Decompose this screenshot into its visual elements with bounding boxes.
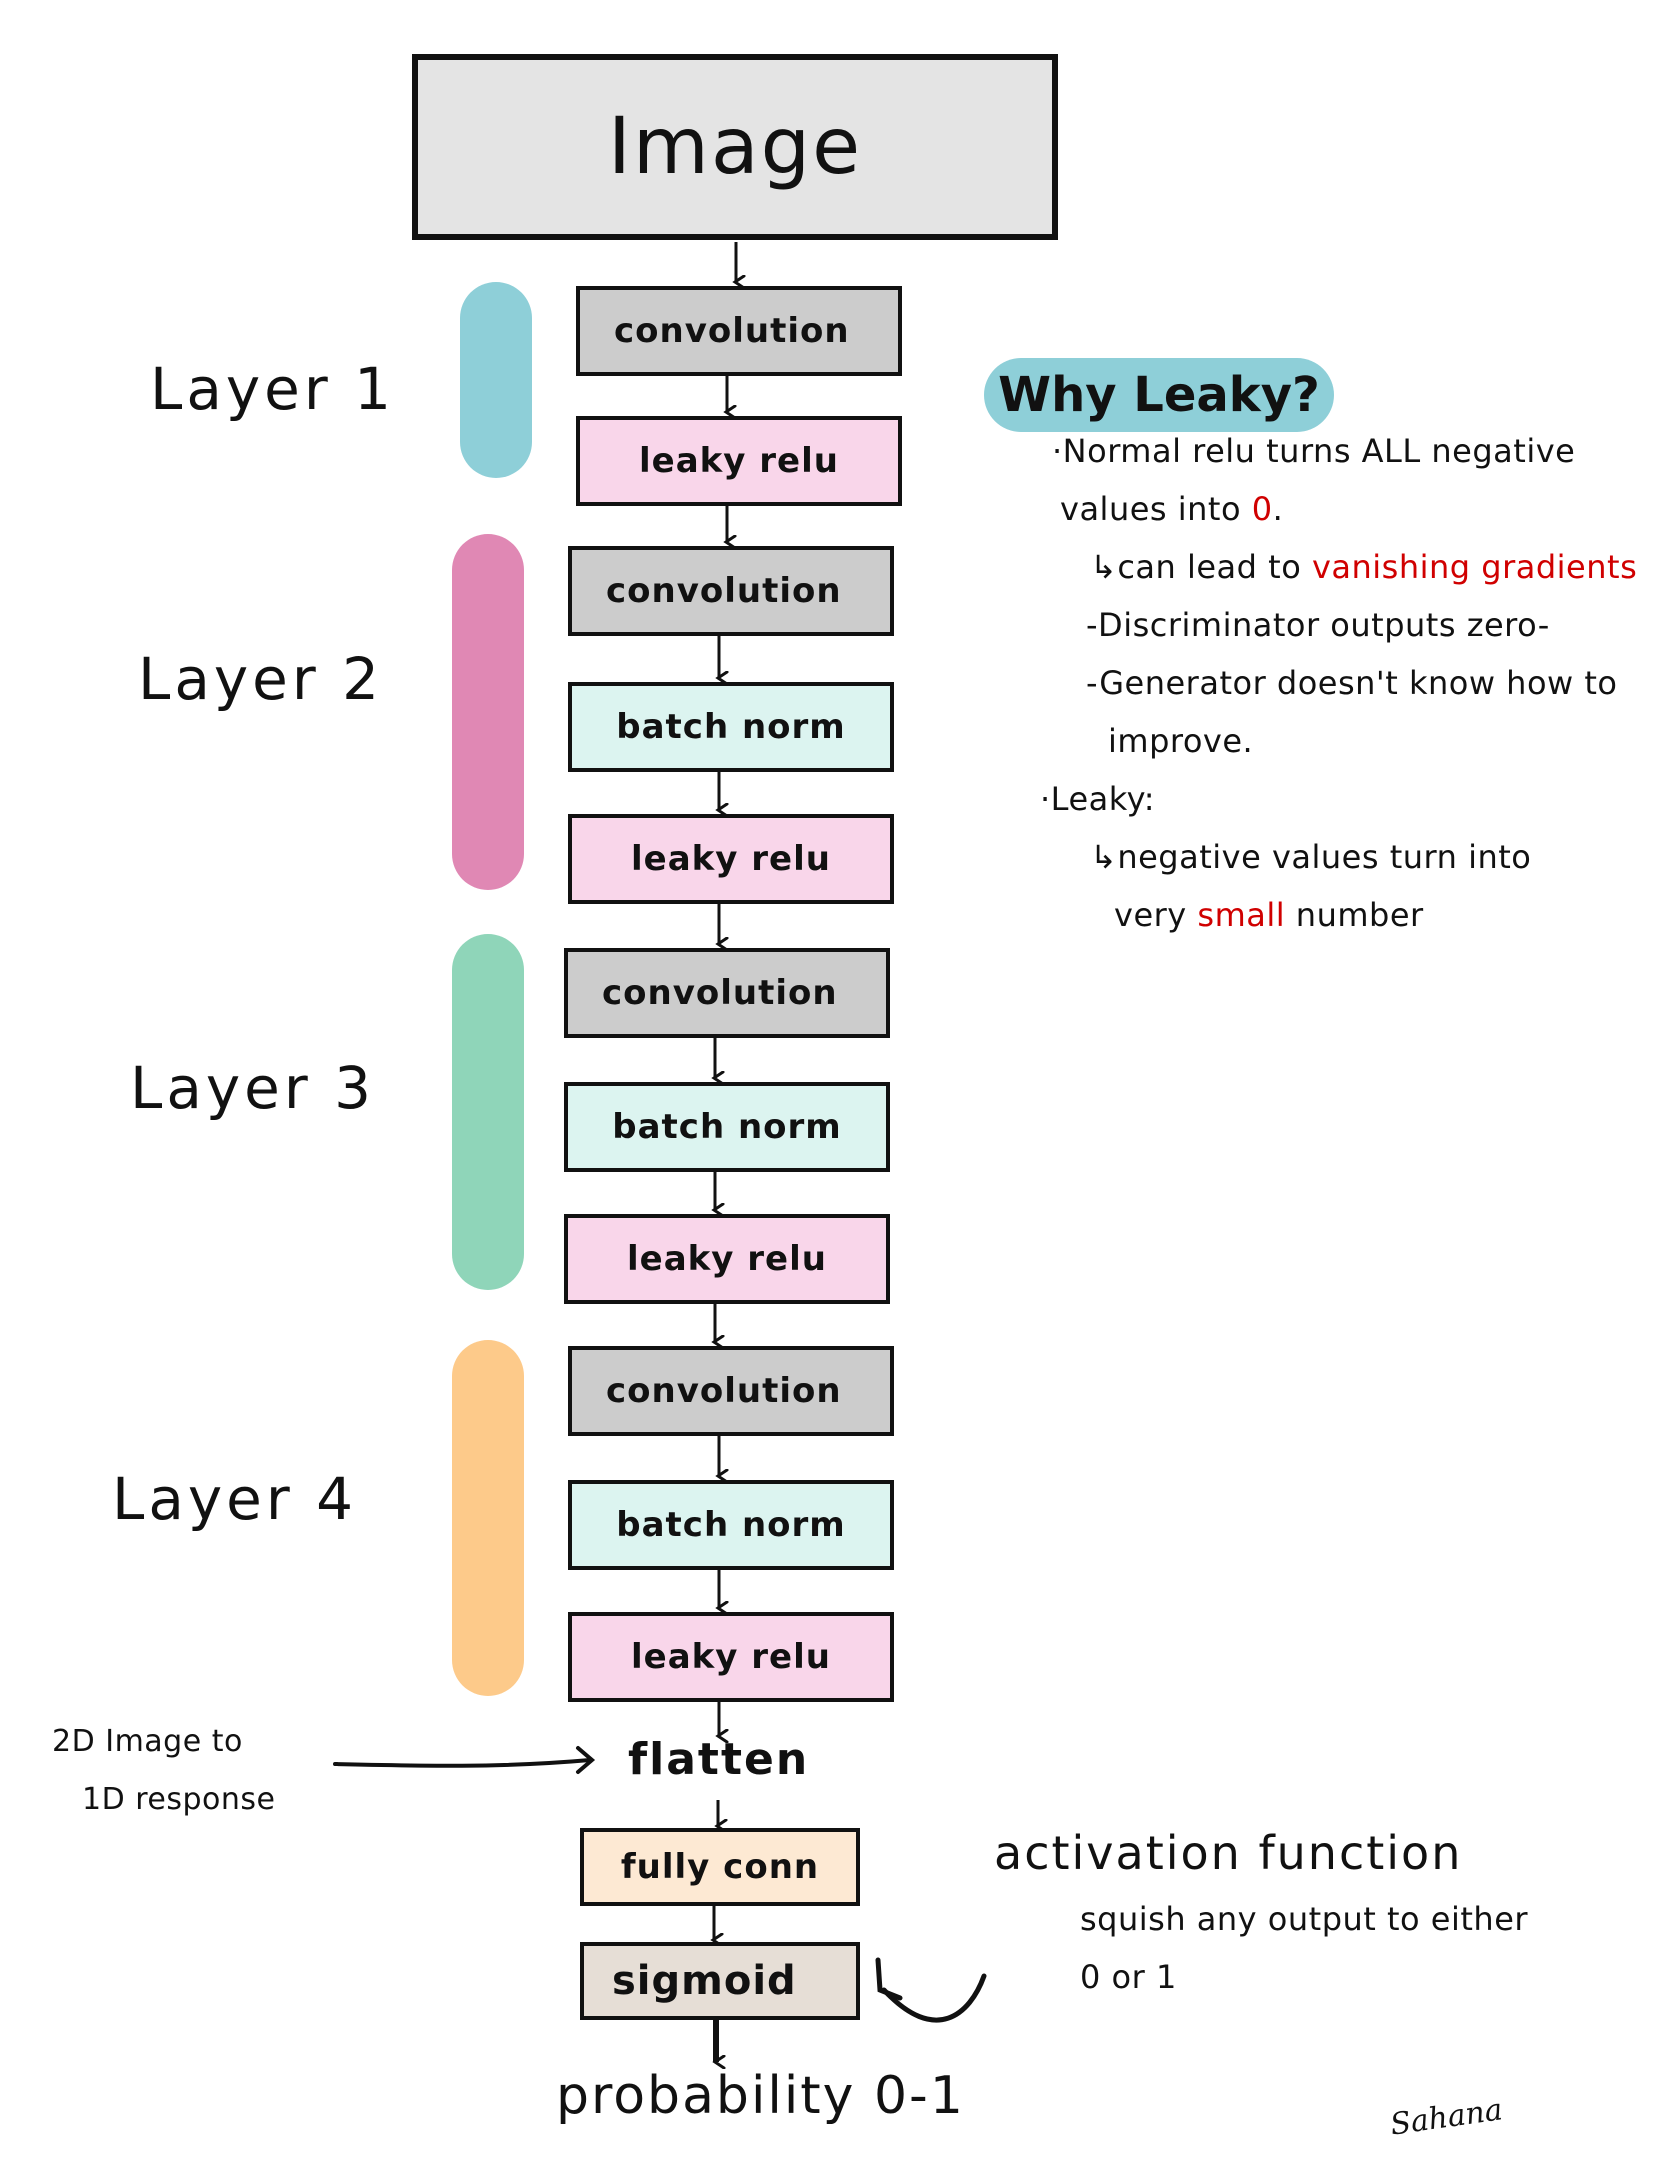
activation-note-line1: squish any output to either <box>1080 1900 1529 1938</box>
layer-2-relu-label: leaky relu <box>631 839 831 879</box>
layer-1-conv-label: convolution <box>614 311 850 351</box>
flatten-note-arrow <box>333 1758 592 1768</box>
layer-1-relu-label: leaky relu <box>639 441 839 481</box>
layer-3-bn-box: batch norm <box>564 1082 890 1172</box>
layer-3-bn-label: batch norm <box>612 1107 842 1147</box>
layer-4-relu-box: leaky relu <box>568 1612 894 1702</box>
layer-4-conv-box: convolution <box>568 1346 894 1436</box>
why-leaky-line-4: -Discriminator outputs zero- <box>1086 606 1550 644</box>
layer-4-bn-box: batch norm <box>568 1480 894 1570</box>
why-leaky-badge: Why Leaky? <box>984 358 1334 432</box>
why-leaky-line-5: -Generator doesn't know how to <box>1086 664 1618 702</box>
layer-1-color-bar <box>460 282 532 478</box>
note-text: ↳can lead to <box>1090 548 1312 586</box>
note-text: very <box>1114 896 1198 934</box>
layer-2-label: Layer 2 <box>138 645 384 713</box>
layer-4-bn-label: batch norm <box>616 1505 846 1545</box>
highlight-text: vanishing gradients <box>1311 548 1638 586</box>
fully-connected-label: fully conn <box>620 1847 820 1887</box>
highlight-text: 0 <box>1251 490 1273 528</box>
layer-3-color-bar <box>452 934 524 1290</box>
activation-arrow-line <box>880 1975 985 2028</box>
why-leaky-line-9: very small number <box>1114 896 1424 934</box>
layer-2-conv-box: convolution <box>568 546 894 636</box>
input-image-box: Image <box>412 54 1058 240</box>
layer-2-conv-label: convolution <box>606 571 842 611</box>
why-leaky-line-7: ·Leaky: <box>1040 780 1155 818</box>
why-leaky-title: Why Leaky? <box>998 367 1320 423</box>
activation-curve <box>880 1975 985 2021</box>
activation-pointer-head <box>875 1957 903 2001</box>
layer-3-relu-box: leaky relu <box>564 1214 890 1304</box>
note-text: ↳negative values turn into <box>1090 838 1532 876</box>
why-leaky-line-3: ↳can lead to vanishing gradients <box>1090 548 1637 586</box>
layer-3-label: Layer 3 <box>130 1054 376 1122</box>
flatten-note-line2: 1D response <box>82 1782 276 1817</box>
input-image-label: Image <box>607 102 863 192</box>
layer-1-conv-box: convolution <box>576 286 902 376</box>
note-text: . <box>1272 490 1284 528</box>
layer-2-color-bar <box>452 534 524 890</box>
flatten-label: flatten <box>628 1734 810 1785</box>
note-text: -Generator doesn't know how to <box>1086 664 1618 702</box>
output-probability-label: probability 0-1 <box>556 2066 965 2126</box>
note-text: ·Normal relu turns ALL negative <box>1052 432 1576 470</box>
note-text: number <box>1285 896 1424 934</box>
layer-1-relu-box: leaky relu <box>576 416 902 506</box>
highlight-text: small <box>1197 896 1286 934</box>
why-leaky-line-8: ↳negative values turn into <box>1090 838 1531 876</box>
note-text: ·Leaky: <box>1040 780 1156 818</box>
layer-2-bn-box: batch norm <box>568 682 894 772</box>
layer-2-relu-box: leaky relu <box>568 814 894 904</box>
fully-connected-box: fully conn <box>580 1828 860 1906</box>
layer-3-conv-box: convolution <box>564 948 890 1038</box>
layer-4-relu-label: leaky relu <box>631 1637 831 1677</box>
why-leaky-line-1: ·Normal relu turns ALL negative <box>1052 432 1575 470</box>
layer-3-conv-label: convolution <box>602 973 838 1013</box>
flatten-note-line1: 2D Image to <box>52 1724 243 1759</box>
layer-3-relu-label: leaky relu <box>627 1239 827 1279</box>
layer-2-bn-label: batch norm <box>616 707 846 747</box>
activation-note-line2: 0 or 1 <box>1080 1958 1177 1996</box>
sigmoid-label: sigmoid <box>612 1958 797 2004</box>
activation-arrow <box>880 1975 985 2029</box>
activation-function-title: activation function <box>994 1826 1463 1880</box>
note-text: improve. <box>1108 722 1254 760</box>
layer-1-label: Layer 1 <box>150 355 396 423</box>
note-text: values into <box>1060 490 1252 528</box>
sigmoid-box: sigmoid <box>580 1942 860 2020</box>
activation-pointer <box>881 1973 987 2023</box>
note-text: -Discriminator outputs zero- <box>1086 606 1550 644</box>
why-leaky-line-6: improve. <box>1108 722 1253 760</box>
layer-4-label: Layer 4 <box>112 1465 358 1533</box>
why-leaky-line-2: values into 0. <box>1060 490 1283 528</box>
flatten-note-arrowhead <box>576 1746 596 1774</box>
author-signature: Sahana <box>1388 2092 1505 2143</box>
layer-4-color-bar <box>452 1340 524 1696</box>
layer-4-conv-label: convolution <box>606 1371 842 1411</box>
